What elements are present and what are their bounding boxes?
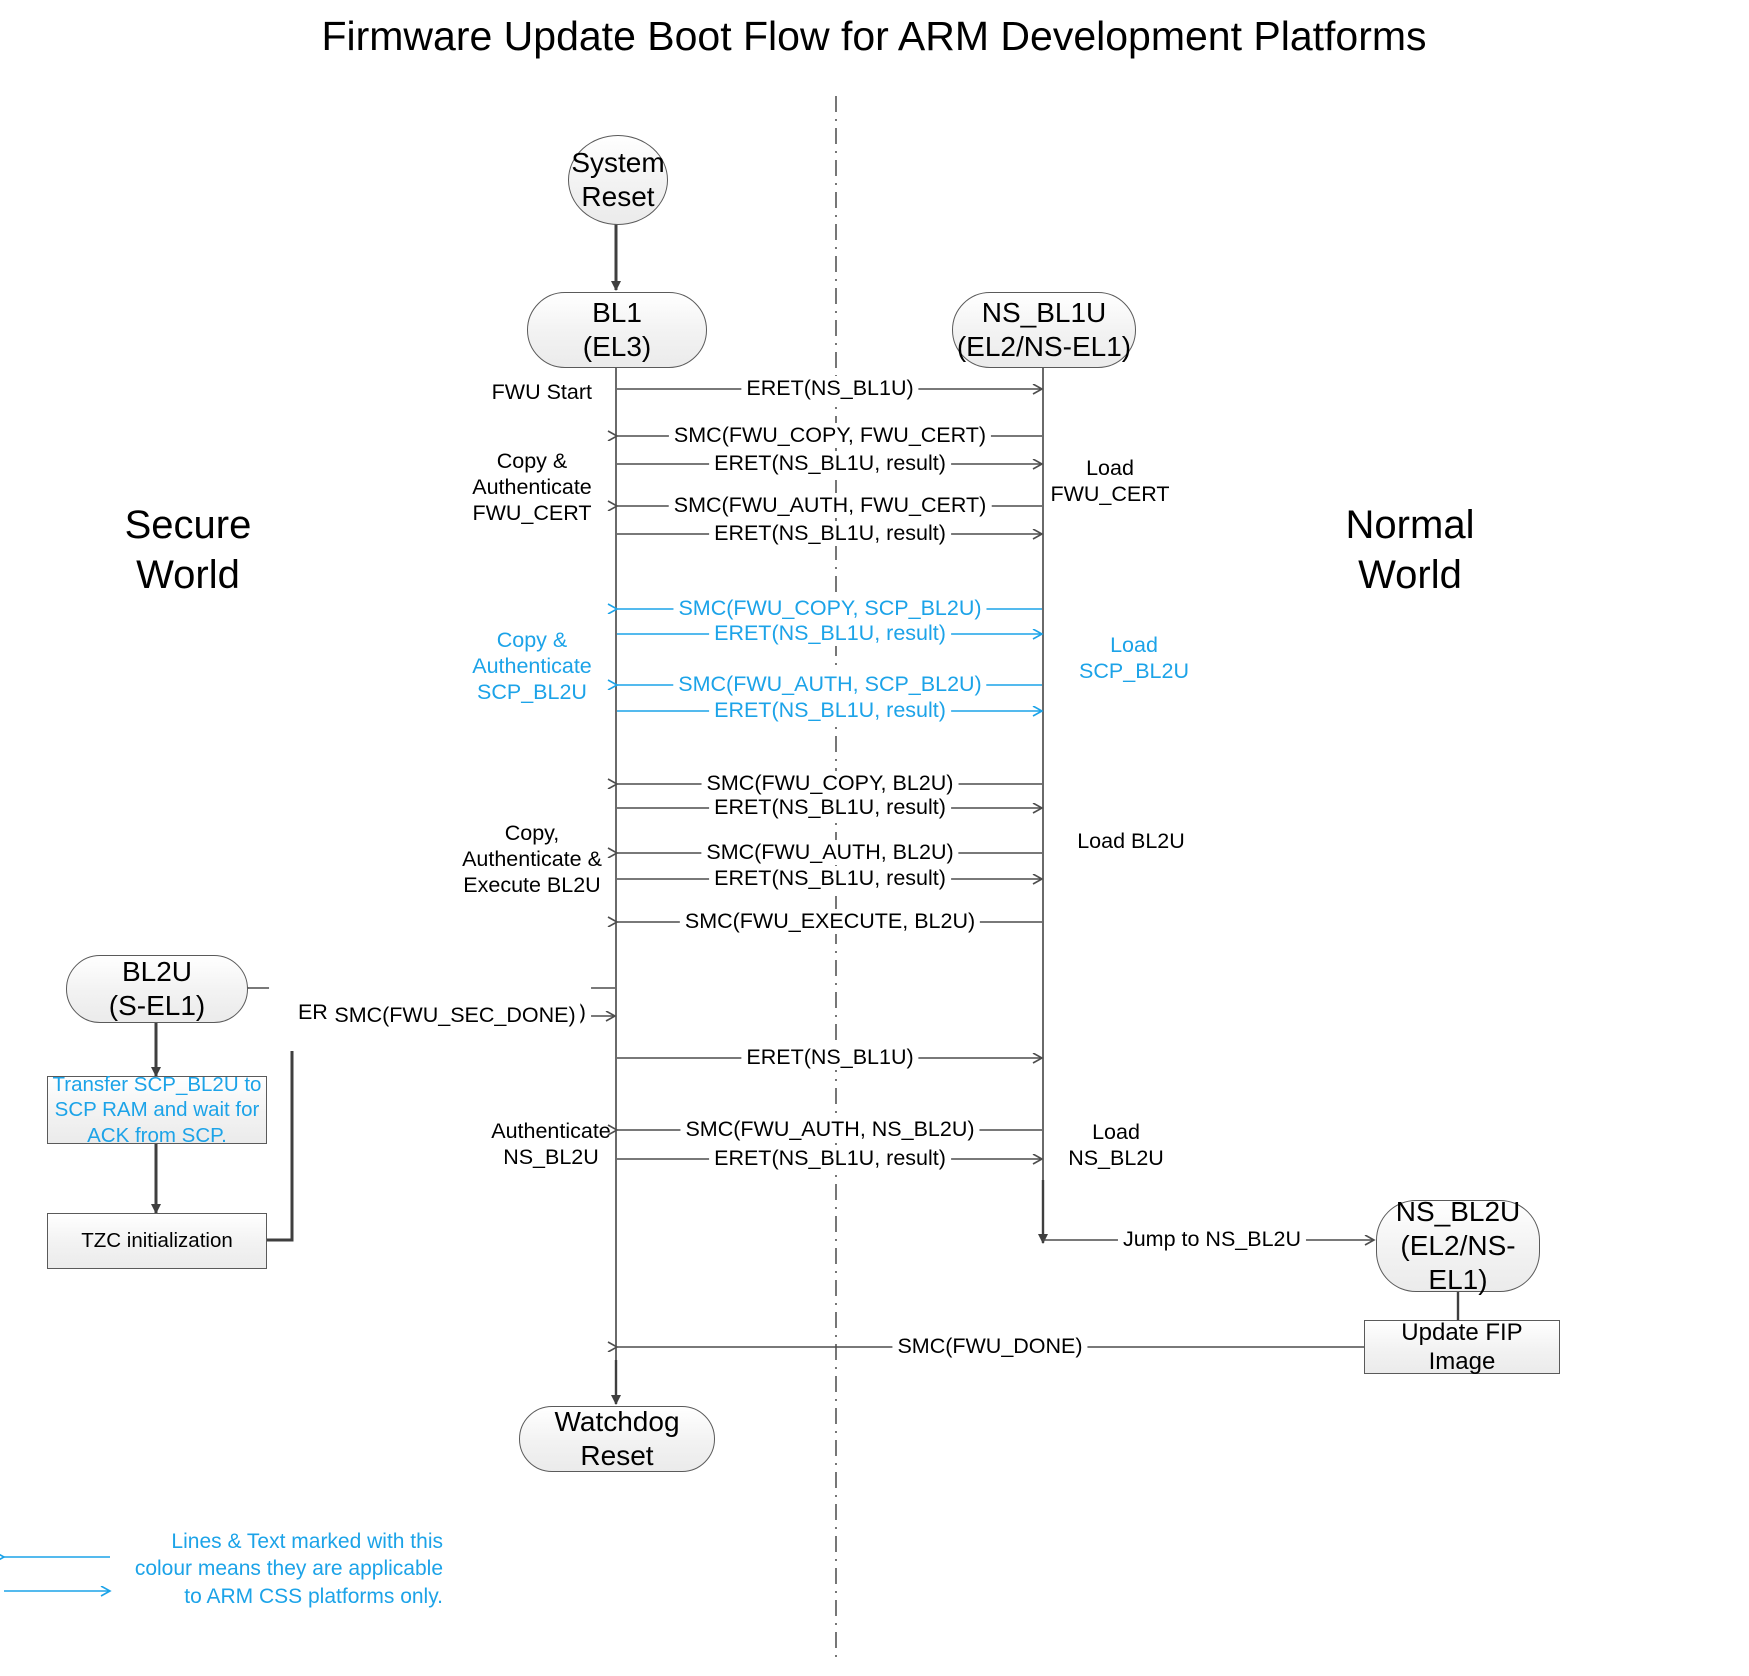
message-label-m19: ERET(NS_BL1U, result) [709, 1146, 951, 1172]
page-title: Firmware Update Boot Flow for ARM Develo… [321, 13, 1427, 59]
node-tzc-initialization-label: TZC initialization [81, 1229, 233, 1253]
message-label-m3: ERET(NS_BL1U, result) [709, 451, 951, 477]
message-label-m6: SMC(FWU_COPY, SCP_BL2U) [673, 596, 987, 622]
message-label-m5: ERET(NS_BL1U, result) [709, 521, 951, 547]
node-ns-bl1u-label: NS_BL1U(EL2/NS-EL1) [956, 296, 1132, 362]
message-label-m21: SMC(FWU_DONE) [892, 1334, 1088, 1360]
message-label-m20: Jump to NS_BL2U [1117, 1227, 1307, 1253]
node-watchdog-reset-label: Watchdog Reset [554, 1405, 680, 1471]
message-label-m1: ERET(NS_BL1U) [741, 376, 919, 402]
message-label-m2: SMC(FWU_COPY, FWU_CERT) [668, 423, 992, 449]
message-label-m17: ERET(NS_BL1U) [741, 1045, 919, 1071]
node-watchdog-reset[interactable]: Watchdog Reset [519, 1406, 715, 1472]
node-ns-bl1u[interactable]: NS_BL1U(EL2/NS-EL1) [952, 292, 1136, 368]
message-label-m18: SMC(FWU_AUTH, NS_BL2U) [680, 1117, 980, 1143]
message-label-m12: SMC(FWU_AUTH, BL2U) [701, 840, 959, 866]
message-label-m8: SMC(FWU_AUTH, SCP_BL2U) [673, 672, 987, 698]
node-tzc-initialization[interactable]: TZC initialization [47, 1213, 267, 1269]
node-bl1-label: BL1(EL3) [582, 296, 652, 362]
message-label-m9: ERET(NS_BL1U, result) [709, 698, 951, 724]
node-ns-bl2u[interactable]: NS_BL2U(EL2/NS-EL1) [1376, 1196, 1540, 1295]
node-update-fip-image-label: Update FIP Image [1401, 1318, 1523, 1375]
node-bl2u[interactable]: BL2U(S-EL1) [66, 955, 248, 1023]
message-label-m15-part-c: ) [578, 1000, 586, 1025]
message-label-m11: ERET(NS_BL1U, result) [709, 795, 951, 821]
message-label-m4: SMC(FWU_AUTH, FWU_CERT) [668, 493, 992, 519]
right-annotation-load-bl2u: Load BL2U [1077, 829, 1185, 853]
left-annotation-copy-auth-exec-bl2u: Copy,Authenticate &Execute BL2U [462, 821, 602, 898]
node-ns-bl2u-label: NS_BL2U(EL2/NS-EL1) [1395, 1195, 1521, 1296]
message-label-m16: SMC(FWU_SEC_DONE) [329, 1003, 581, 1029]
message-label-m13: ERET(NS_BL1U, result) [709, 866, 951, 892]
message-label-m10: SMC(FWU_COPY, BL2U) [701, 771, 959, 797]
node-update-fip-image[interactable]: Update FIP Image [1364, 1318, 1560, 1375]
message-label-m14: SMC(FWU_EXECUTE, BL2U) [679, 909, 981, 935]
message-label-m7: ERET(NS_BL1U, result) [709, 621, 951, 647]
path-tzc-to-secdone [265, 1016, 294, 1242]
node-bl2u-label: BL2U(S-EL1) [108, 955, 206, 1021]
node-bl1[interactable]: BL1(EL3) [527, 292, 707, 368]
left-annotation-fwu-start: FWU Start [491, 380, 592, 404]
